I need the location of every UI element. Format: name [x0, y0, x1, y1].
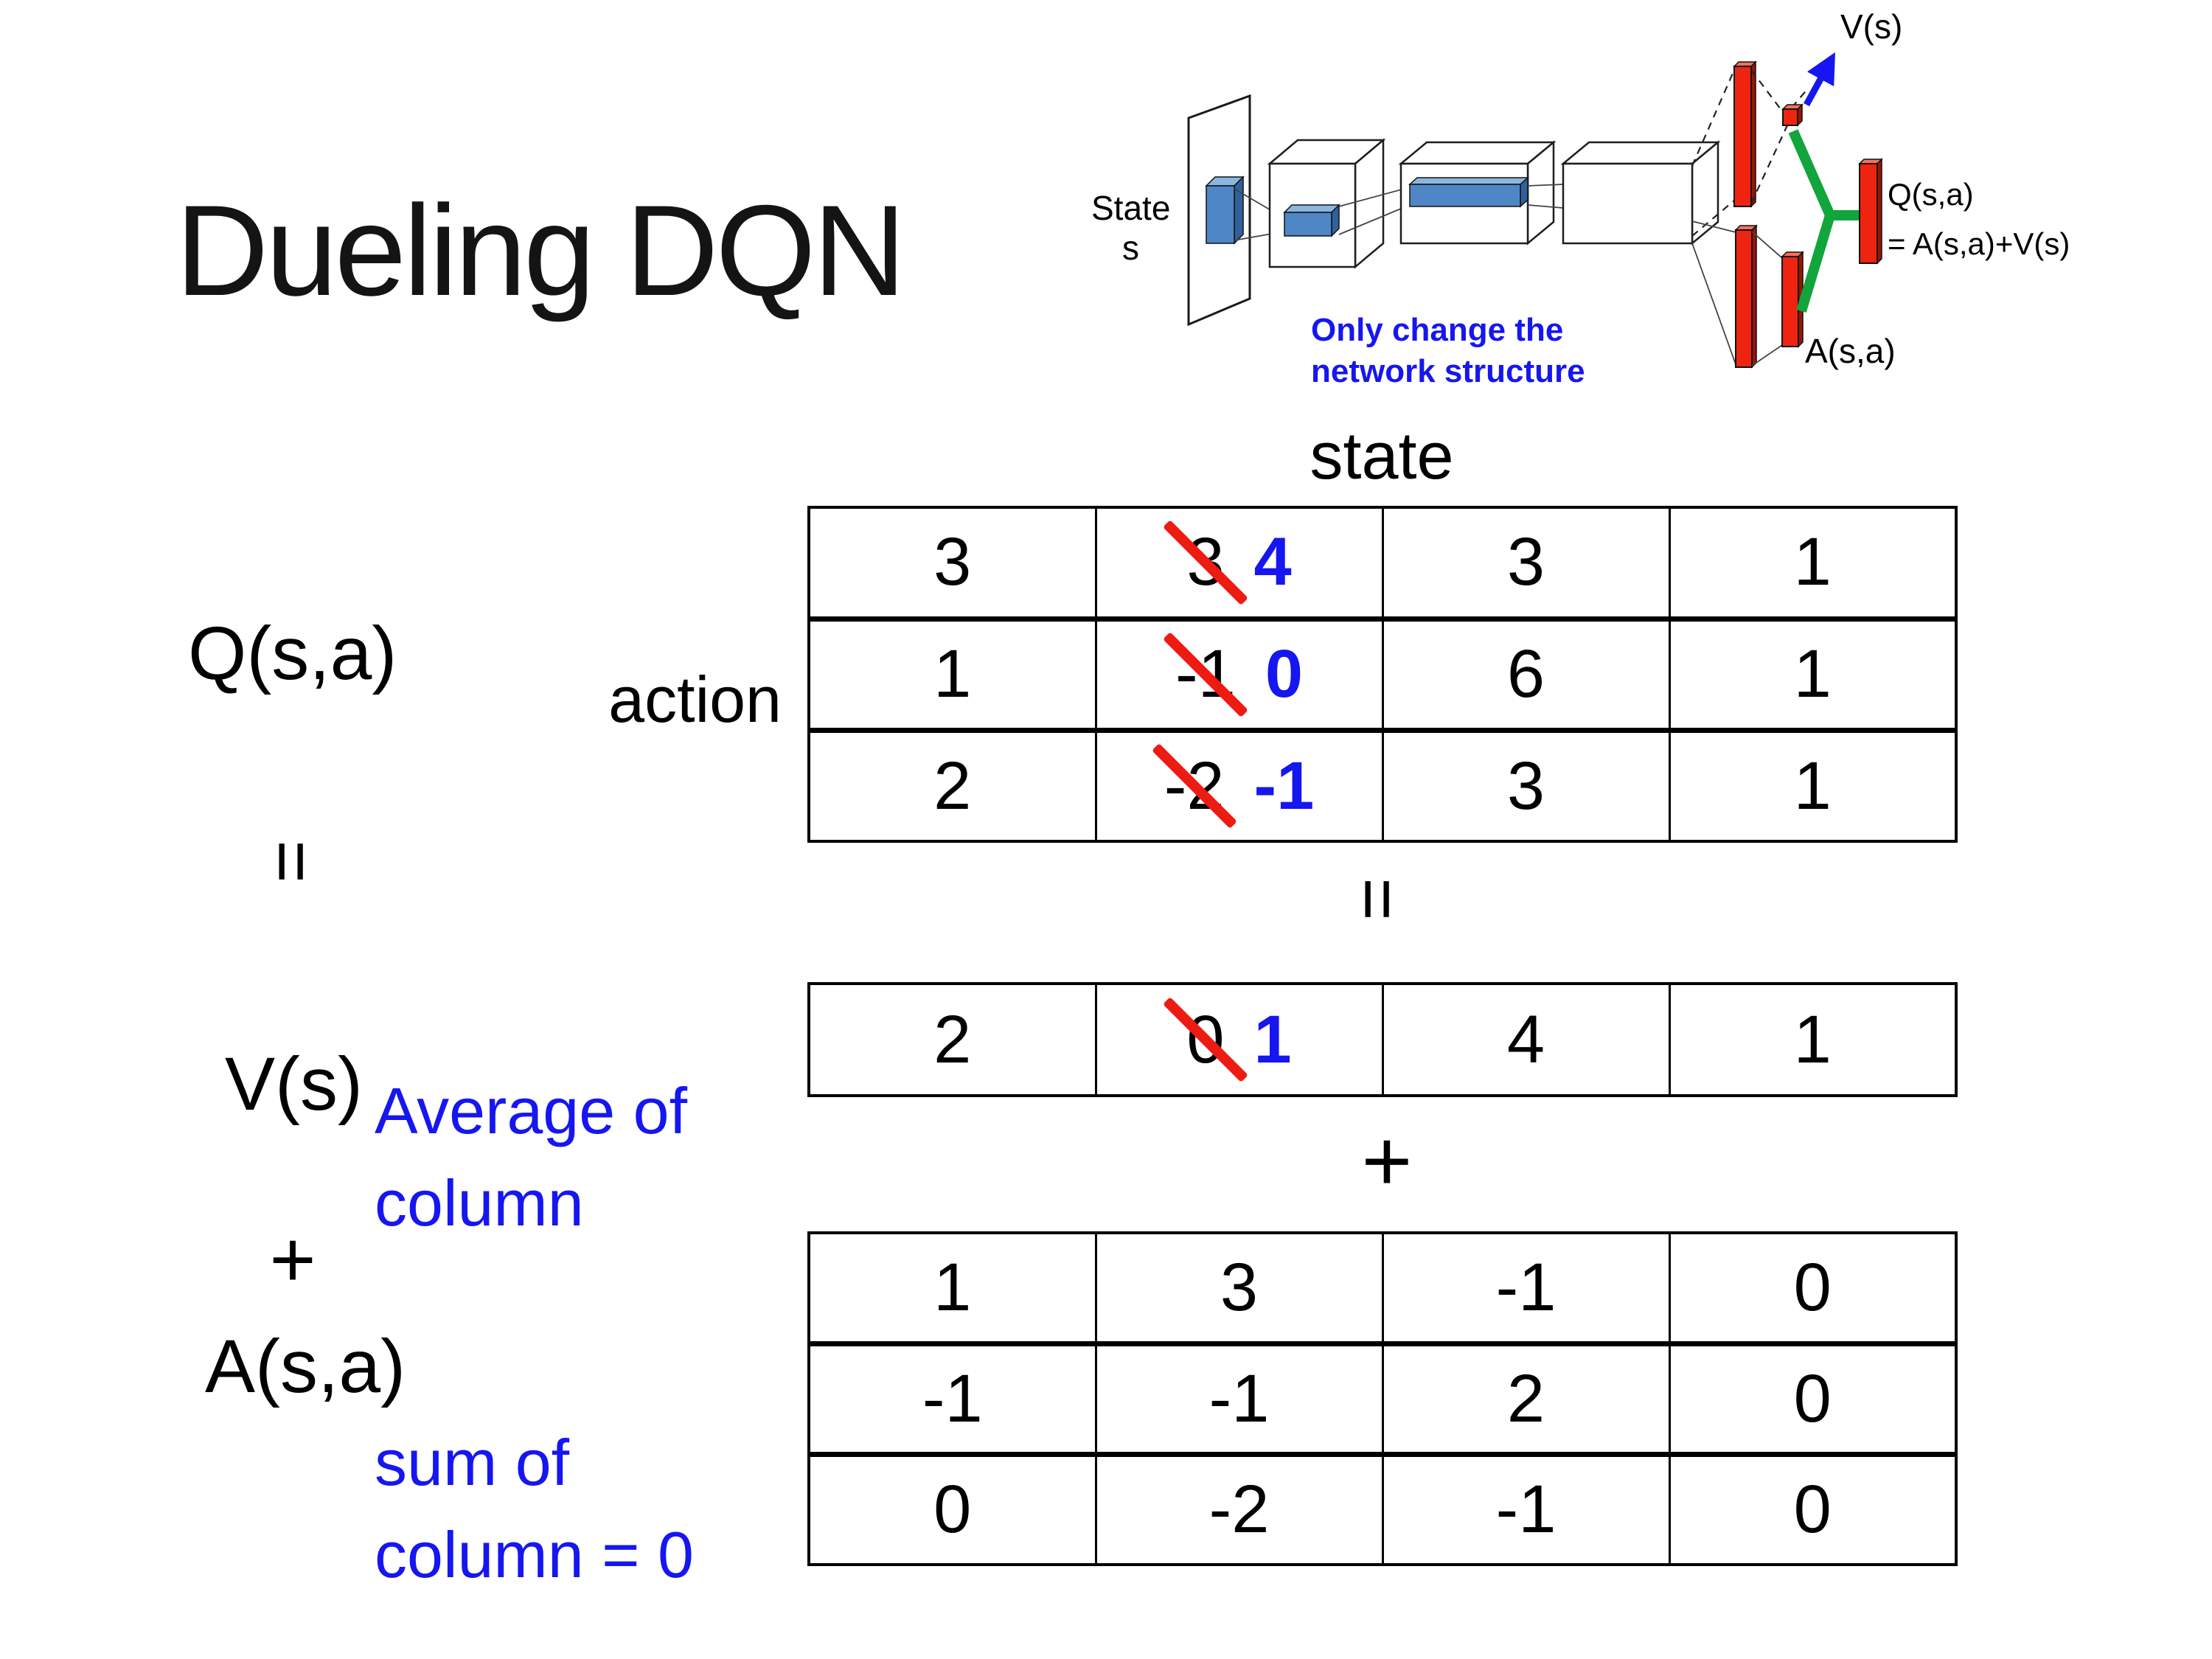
table-cell: 0: [1668, 1451, 1958, 1566]
table-cell: -1: [807, 1340, 1097, 1455]
q-output-bar: [1858, 158, 1883, 265]
value-arrow-icon: [1804, 52, 1835, 107]
table-cell: 0: [1668, 1340, 1958, 1455]
matrix-equals-sign: =: [1326, 854, 1429, 944]
table-cell: -2: [1094, 1451, 1384, 1566]
table-cell: -1 0: [1094, 616, 1384, 731]
equation-q-term: Q(s,a): [188, 611, 397, 695]
diagram-q-label-line2: = A(s,a)+V(s): [1888, 226, 2070, 261]
input-feature-box: [1205, 175, 1245, 245]
network-diagram: V(s) A(s,a) Q(s,a) = A(s,a)+V(s) State s: [1091, 7, 2070, 389]
equals-glyph: =: [250, 839, 333, 883]
diagram-v-label: V(s): [1840, 7, 1902, 46]
table-cell: 1: [807, 1231, 1097, 1345]
table-cell: 0: [807, 1451, 1097, 1566]
table-cell: 4: [1381, 982, 1671, 1097]
table-cell: 2: [807, 982, 1097, 1097]
matrix-plus-sign: +: [1333, 1107, 1441, 1215]
equation-equals-sign: =: [243, 817, 339, 905]
crossed-out-value: 3: [1186, 524, 1225, 600]
advantage-annotation-line2: column = 0: [375, 1517, 694, 1591]
table-cell: -2 -1: [1094, 727, 1384, 843]
table-cell: 1: [1668, 727, 1958, 843]
diagram-note-line1: Only change the: [1311, 312, 1563, 348]
table-cell: 3: [1381, 727, 1671, 843]
corrected-value-pair: -2 -1: [1164, 748, 1315, 825]
table-cell: 2: [1381, 1340, 1671, 1455]
diagram-state-label: State: [1091, 189, 1170, 227]
table-cell: 3: [1094, 1231, 1384, 1345]
table-cell: 3: [807, 506, 1097, 620]
value-scalar-node: [1781, 103, 1804, 127]
conv-box-1: [1267, 138, 1386, 269]
advantage-fc-bar: [1734, 224, 1758, 369]
equation-v-term: V(s): [225, 1042, 363, 1126]
table-cell: 1: [1668, 506, 1958, 620]
diagram-a-label: A(s,a): [1805, 332, 1896, 370]
equation-plus-sign: +: [245, 1211, 341, 1307]
diagram-state-s-label: s: [1122, 229, 1139, 267]
table-cell: 1: [1668, 616, 1958, 731]
feature-slab-1: [1283, 204, 1340, 237]
table-cell: 1: [807, 616, 1097, 731]
value-annotation-line1: Average of: [375, 1074, 688, 1147]
table-cell: 1: [1668, 982, 1958, 1097]
equation-a-term: A(s,a): [205, 1324, 406, 1408]
advantage-annotation-line1: sum of: [375, 1426, 570, 1499]
replacement-value: 0: [1265, 636, 1303, 712]
table-cell: -1: [1381, 1451, 1671, 1566]
diagram-note-line2: network structure: [1311, 353, 1585, 389]
value-annotation: Average of column: [375, 1065, 687, 1250]
replacement-value: -1: [1253, 748, 1315, 824]
action-axis-label: action: [608, 663, 782, 736]
replacement-value: 4: [1253, 524, 1292, 600]
feature-slab-2: [1408, 176, 1529, 208]
crossed-out-value: 0: [1186, 1001, 1225, 1077]
value-fc-bar: [1733, 60, 1757, 208]
diagram-q-label-line1: Q(s,a): [1888, 177, 1974, 212]
plus-glyph: +: [1361, 1113, 1413, 1210]
replacement-value: 1: [1253, 1001, 1292, 1077]
value-annotation-line2: column: [375, 1166, 584, 1239]
crossed-out-value: -2: [1164, 748, 1225, 824]
table-cell: -1: [1094, 1340, 1384, 1455]
table-cell: 6: [1381, 616, 1671, 731]
table-cell: 0: [1668, 1231, 1958, 1345]
table-cell: 3: [1381, 506, 1671, 620]
plus-glyph: +: [269, 1214, 316, 1304]
advantage-output-bar: [1781, 251, 1804, 348]
table-cell: -1: [1381, 1231, 1671, 1345]
state-axis-label: state: [1310, 420, 1454, 493]
equals-glyph: =: [1336, 877, 1419, 921]
conv-box-3: [1560, 140, 1721, 246]
slide-title: Dueling DQN: [175, 179, 906, 323]
corrected-value-pair: -1 0: [1175, 636, 1303, 713]
crossed-out-value: -1: [1175, 636, 1236, 712]
advantage-annotation: sum of column = 0: [375, 1417, 694, 1601]
table-cell: 2: [807, 727, 1097, 843]
